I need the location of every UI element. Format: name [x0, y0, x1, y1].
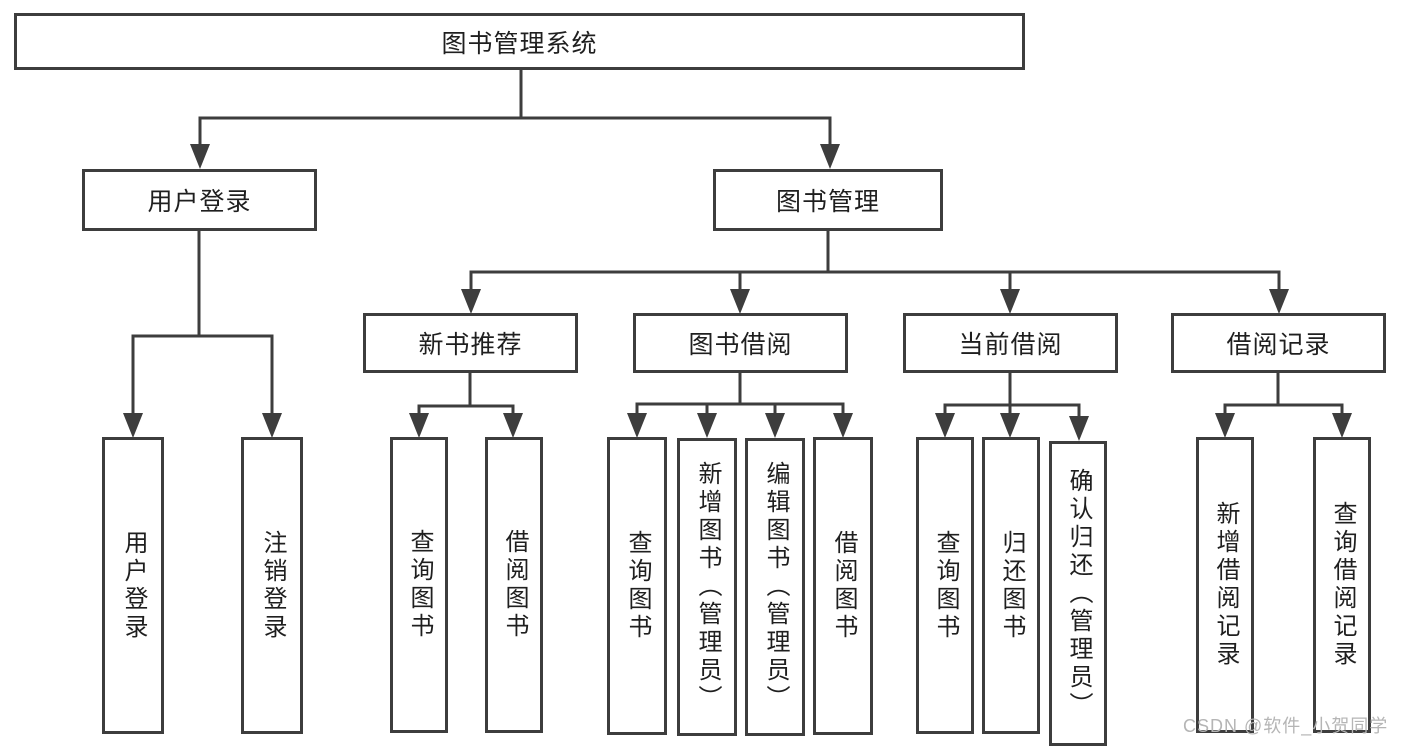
connector-user-login-to-leaves — [123, 231, 282, 438]
leaf-borrow-add-books-admin: 新增图书（管理员） — [677, 438, 737, 736]
leaf-records-add-record: 新增借阅记录 — [1196, 437, 1254, 733]
connector-records-to-leaves — [1215, 373, 1352, 438]
connector-root-to-level2 — [190, 68, 840, 169]
leaf-current-return-books: 归还图书 — [982, 437, 1040, 734]
leaf-borrow-add-books-admin-label: 新增图书（管理员） — [694, 461, 721, 713]
leaf-newbook-borrow-books: 借阅图书 — [485, 437, 543, 733]
leaf-borrow-query-books: 查询图书 — [607, 437, 667, 735]
node-new-book-recommend: 新书推荐 — [363, 313, 578, 373]
node-borrow-records: 借阅记录 — [1171, 313, 1386, 373]
leaf-current-confirm-return-admin: 确认归还（管理员） — [1049, 441, 1107, 746]
leaf-newbook-query-books-label: 查询图书 — [406, 529, 433, 641]
connector-current-borrow-to-leaves — [935, 373, 1089, 441]
leaf-current-return-books-label: 归还图书 — [998, 529, 1025, 642]
csdn-watermark: CSDN @软件_小贺同学 — [1183, 716, 1389, 736]
leaf-records-add-record-label: 新增借阅记录 — [1212, 501, 1239, 669]
node-root: 图书管理系统 — [14, 13, 1025, 70]
leaf-current-confirm-return-admin-label: 确认归还（管理员） — [1065, 467, 1092, 720]
leaf-logout: 注销登录 — [241, 437, 303, 734]
node-current-borrow: 当前借阅 — [903, 313, 1118, 373]
node-user-login: 用户登录 — [82, 169, 317, 231]
leaf-current-query-books-label: 查询图书 — [932, 529, 959, 642]
node-book-management: 图书管理 — [713, 169, 943, 231]
leaf-borrow-borrow-books: 借阅图书 — [813, 437, 873, 735]
connector-book-borrow-to-leaves — [627, 373, 853, 438]
connector-book-mgmt-to-level3 — [461, 231, 1289, 314]
leaf-borrow-edit-books-admin: 编辑图书（管理员） — [745, 438, 805, 736]
leaf-newbook-borrow-books-label: 借阅图书 — [501, 529, 528, 641]
node-book-borrow: 图书借阅 — [633, 313, 848, 373]
leaf-records-query-record: 查询借阅记录 — [1313, 437, 1371, 733]
leaf-borrow-borrow-books-label: 借阅图书 — [830, 530, 857, 642]
leaf-logout-label: 注销登录 — [259, 529, 286, 642]
leaf-records-query-record-label: 查询借阅记录 — [1329, 501, 1356, 669]
leaf-current-query-books: 查询图书 — [916, 437, 974, 734]
leaf-newbook-query-books: 查询图书 — [390, 437, 448, 733]
connector-new-book-to-leaves — [409, 373, 523, 438]
leaf-borrow-edit-books-admin-label: 编辑图书（管理员） — [762, 461, 789, 713]
leaf-user-login-label: 用户登录 — [120, 529, 147, 642]
leaf-borrow-query-books-label: 查询图书 — [624, 530, 651, 642]
leaf-user-login: 用户登录 — [102, 437, 164, 734]
